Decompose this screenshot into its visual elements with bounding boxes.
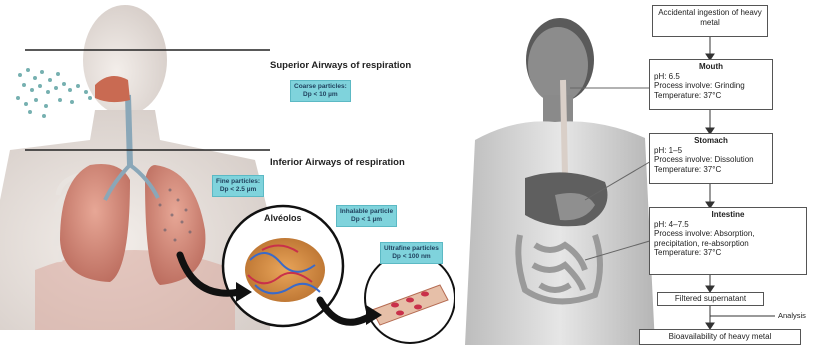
inhalable-particle-tag: Inhalable particle Dp < 1 µm (336, 205, 397, 227)
digestion-panel: Accidental ingestion of heavy metal Mout… (455, 0, 817, 345)
respiratory-illustration (0, 0, 455, 345)
capillary-magnifier (365, 253, 455, 343)
intestine-process-cont: precipitation, re-absorption (654, 239, 802, 249)
stomach-title: Stomach (654, 136, 768, 146)
fine-particles-name: Fine particles: (216, 178, 260, 186)
coarse-particles-name: Coarse particles: (294, 83, 347, 91)
mouth-temperature: Temperature: 37°C (654, 91, 768, 101)
mouth-ph: pH: 6.5 (654, 72, 768, 82)
coarse-particles-size: Dp < 10 µm (294, 91, 347, 99)
superior-airways-heading: Superior Airways of respiration (270, 60, 411, 71)
coarse-particles-tag: Coarse particles: Dp < 10 µm (290, 80, 351, 102)
mouth-box: Mouth pH: 6.5 Process involve: Grinding … (649, 59, 773, 110)
final-bioavailability-label: Bioavailability of heavy metal (669, 332, 772, 341)
intestine-process: Process involve: Absorption, (654, 229, 802, 239)
fine-particles-size: Dp < 2.5 µm (216, 186, 260, 194)
inferior-airways-heading: Inferior Airways of respiration (270, 157, 405, 168)
stomach-temperature: Temperature: 37°C (654, 165, 768, 175)
filtered-supernatant-label: Filtered supernatant (675, 294, 746, 303)
esophagus (563, 80, 565, 175)
inhalable-particle-size: Dp < 1 µm (340, 216, 393, 224)
mouth-process: Process involve: Grinding (654, 81, 768, 91)
inhalable-particle-name: Inhalable particle (340, 208, 393, 216)
stomach-ph: pH: 1–5 (654, 146, 768, 156)
ultrafine-particles-size: Dp < 100 nm (384, 253, 439, 261)
intestine-title: Intestine (654, 210, 802, 220)
stomach-liver (525, 172, 608, 226)
particle-cloud (16, 68, 92, 118)
flow-start-label: Accidental ingestion of heavy metal (658, 8, 762, 27)
ultrafine-particles-name: Ultrafine particles (384, 245, 439, 253)
mouth-title: Mouth (654, 62, 768, 72)
respiratory-panel: Superior Airways of respiration Inferior… (0, 0, 455, 345)
flow-start-box: Accidental ingestion of heavy metal (652, 5, 768, 37)
intestine-box: Intestine pH: 4–7.5 Process involve: Abs… (649, 207, 807, 275)
intestine-ph: pH: 4–7.5 (654, 220, 802, 230)
filtered-supernatant-box: Filtered supernatant (657, 292, 764, 306)
analysis-label: Analysis (778, 311, 806, 320)
fine-particles-tag: Fine particles: Dp < 2.5 µm (212, 175, 264, 197)
stomach-box: Stomach pH: 1–5 Process involve: Dissolu… (649, 133, 773, 184)
final-bioavailability-box: Bioavailability of heavy metal (639, 329, 801, 345)
alveoli-title: Alvéolos (264, 213, 302, 223)
stomach-process: Process involve: Dissolution (654, 155, 768, 165)
intestine-temperature: Temperature: 37°C (654, 248, 802, 258)
ultrafine-particles-tag: Ultrafine particles Dp < 100 nm (380, 242, 443, 264)
